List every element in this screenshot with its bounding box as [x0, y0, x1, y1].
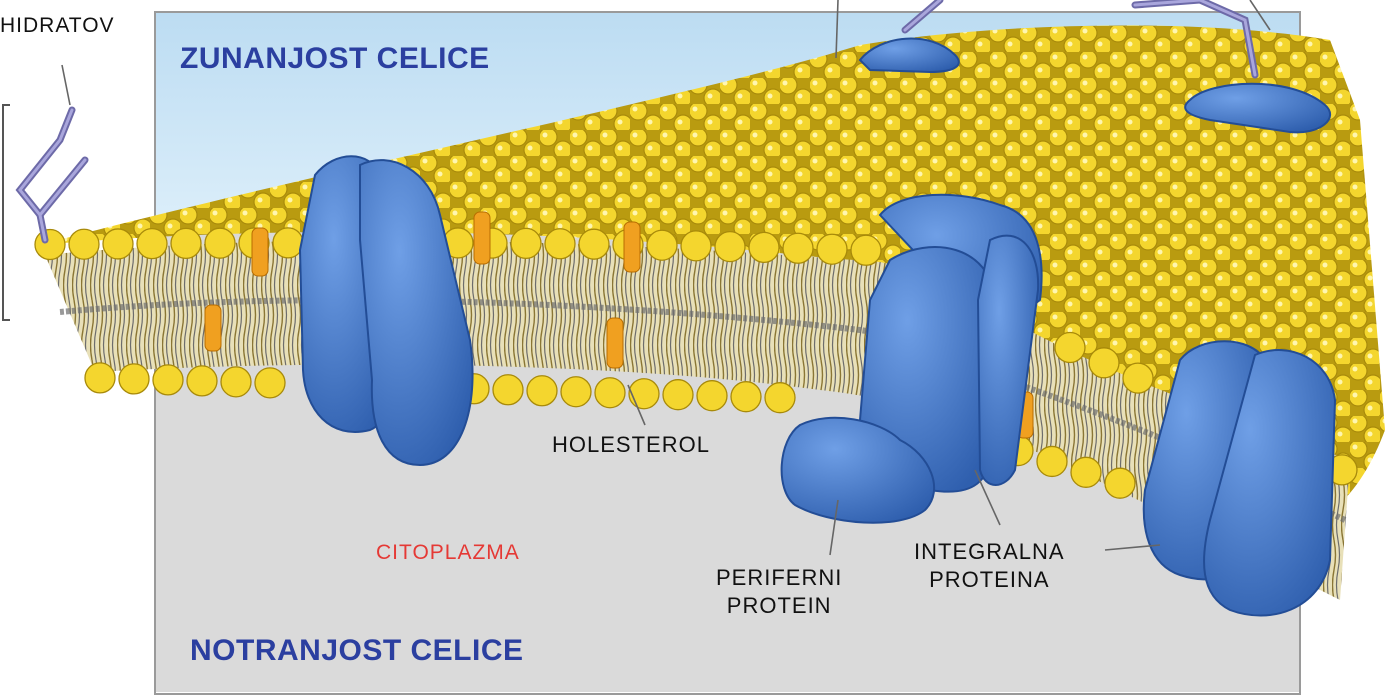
lipid-head: [85, 363, 115, 393]
lipid-head: [731, 382, 761, 412]
lipid-head: [629, 379, 659, 409]
lipid-head: [817, 234, 847, 264]
lipid-head: [493, 375, 523, 405]
lipid-head: [579, 229, 609, 259]
lipid-head: [69, 229, 99, 259]
lipid-head: [1071, 457, 1101, 487]
lipid-head: [765, 383, 795, 413]
bilayer-bracket: [3, 105, 10, 320]
lipid-head: [697, 381, 727, 411]
lipid-head: [153, 365, 183, 395]
inside-label: NOTRANJOST CELICE: [190, 634, 524, 668]
lipid-head: [545, 229, 575, 259]
lipid-head: [1105, 468, 1135, 498]
cholesterol-label: HOLESTEROL: [552, 431, 710, 459]
lipid-head: [1037, 446, 1067, 476]
lipid-head: [35, 230, 65, 260]
lipid-head: [595, 378, 625, 408]
lipid-head: [1089, 348, 1119, 378]
lipid-head: [663, 380, 693, 410]
lipid-head: [715, 232, 745, 262]
lipid-head: [273, 228, 303, 258]
peripheral-protein-label-line1: PERIFERNI: [716, 564, 842, 592]
lipid-head: [561, 377, 591, 407]
outside-label: ZUNANJOST CELICE: [180, 42, 490, 76]
lipid-head: [647, 230, 677, 260]
integral-protein-label-line2: PROTEINA: [914, 566, 1065, 594]
carbohydrates-label: HIDRATOV: [0, 14, 115, 38]
lipid-head: [1055, 333, 1085, 363]
integral-protein-label: INTEGRALNA PROTEINA: [914, 538, 1065, 594]
lipid-head: [749, 232, 779, 262]
lipid-head: [511, 228, 541, 258]
lipid-head: [221, 367, 251, 397]
integral-protein-label-line1: INTEGRALNA: [914, 538, 1065, 566]
lipid-head: [119, 364, 149, 394]
lipid-head: [1123, 363, 1153, 393]
lipid-head: [137, 229, 167, 259]
lipid-head: [527, 376, 557, 406]
lipid-head: [205, 228, 235, 258]
peripheral-protein-label-line2: PROTEIN: [716, 592, 842, 620]
peripheral-protein-label: PERIFERNI PROTEIN: [716, 564, 842, 620]
cytoplasm-label: CITOPLAZMA: [376, 541, 520, 565]
lipid-head: [681, 231, 711, 261]
lipid-head: [783, 233, 813, 263]
lipid-head: [171, 228, 201, 258]
lipid-head: [103, 229, 133, 259]
lipid-head: [851, 235, 881, 265]
lipid-head: [187, 366, 217, 396]
lipid-head: [255, 368, 285, 398]
